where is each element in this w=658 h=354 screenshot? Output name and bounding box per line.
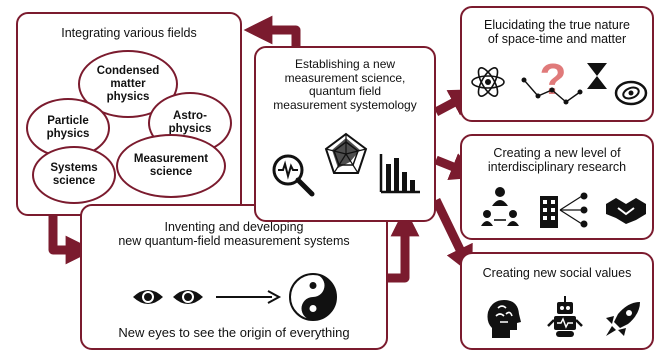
svg-text:?: ? [540,55,567,104]
people-network-icon [481,187,519,226]
bottom-box-caption: New eyes to see the origin of everything [118,325,350,340]
outcome-box-interdisciplinary: Creating a new level of interdisciplinar… [460,134,654,240]
outcome-2-title: Creating a new level of interdisciplinar… [487,146,627,174]
bottom-box: Inventing and developing new quantum-fie… [80,204,388,350]
hourglass-icon [587,63,607,89]
atom-icon [471,67,505,97]
brain-head-icon [487,300,521,338]
arrow-fields-to-bottom [48,210,95,265]
fields-box: Integrating various fields Condensed mat… [16,12,242,216]
rocket-icon [606,302,640,336]
arrow-bottom-to-center [388,207,420,283]
outcome-1-title: Elucidating the true nature of space-tim… [484,18,630,46]
constellation-icon [521,77,583,105]
bottom-box-title: Inventing and developing new quantum-fie… [118,220,350,248]
magnifier-waveform-icon [272,154,315,197]
fields-box-title: Integrating various fields [61,26,197,40]
galaxy-icon [614,80,648,106]
eye-icon [173,290,203,304]
question-mark-icon: ? [540,55,567,104]
oval-systems-science: Systems science [32,146,116,204]
robot-icon [547,296,583,337]
eye-icon [133,290,163,304]
oval-particle-physics: Particle physics [26,98,110,158]
right-arrow-icon [216,290,282,304]
center-box-title: Establishing a new measurement science, … [273,57,417,112]
arrow-center-to-fields [243,15,301,46]
handshake-icon [606,198,646,224]
building-network-icon [540,192,588,228]
outcome-box-space-time: Elucidating the true nature of space-tim… [460,6,654,122]
outcome-box-social-values: Creating new social values [460,252,654,350]
oval-measurement-science: Measurement science [116,134,226,198]
radar-chart-icon [324,132,368,174]
bar-chart-icon [379,154,420,194]
arrow-center-to-outcome-3 [431,198,473,275]
outcome-3-title: Creating new social values [482,266,632,280]
yin-yang-icon [289,273,337,321]
center-box: Establishing a new measurement science, … [254,46,436,222]
